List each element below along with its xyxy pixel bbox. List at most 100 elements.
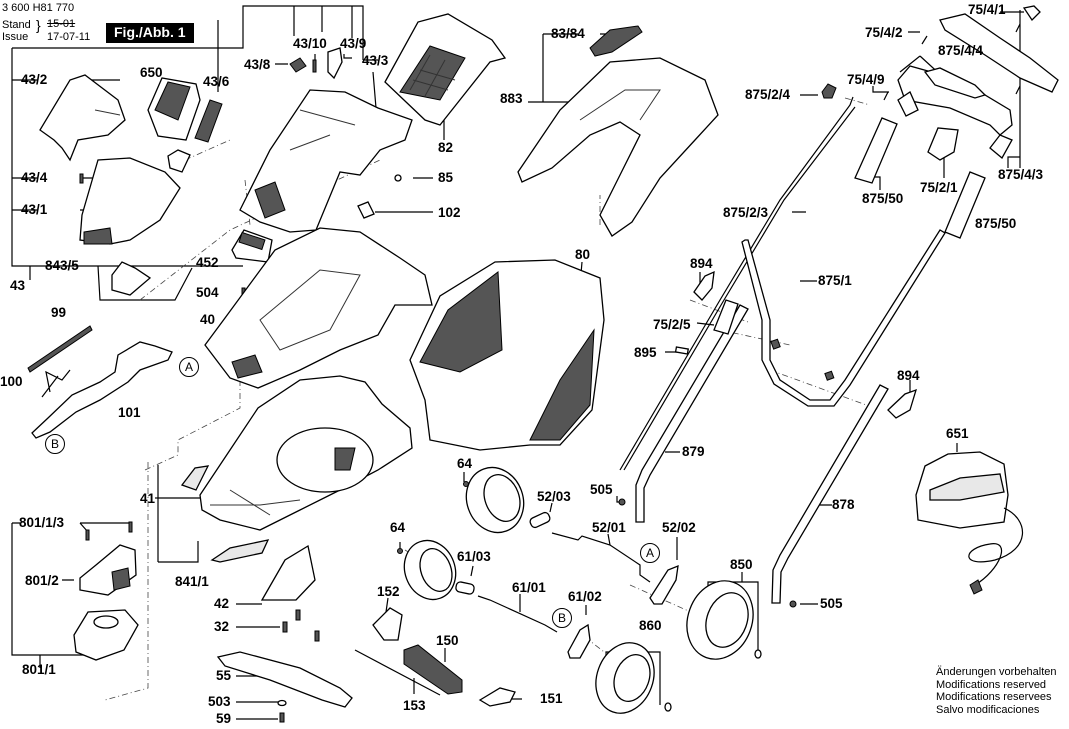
part-43-8-43-9-43-10-switches (289, 47, 343, 80)
label-879: 879 (682, 444, 705, 459)
label-503: 503 (208, 694, 231, 709)
label-40: 40 (200, 312, 216, 327)
callout-b-wheel: B (552, 608, 572, 628)
part-40-main-housing (204, 227, 433, 389)
label-860: 860 (639, 618, 662, 633)
issue-value: 17-07-11 (47, 31, 91, 43)
label-505-a: 505 (590, 482, 613, 497)
callout-b-lever: B (45, 434, 65, 454)
part-handle-caps (770, 338, 835, 381)
label-895: 895 (634, 345, 657, 360)
label-452: 452 (196, 255, 219, 270)
label-75-4-2: 75/4/2 (865, 25, 903, 40)
label-151: 151 (540, 691, 563, 706)
part-895-pin (674, 346, 690, 355)
label-153: 153 (403, 698, 426, 713)
label-875-50-a: 875/50 (862, 191, 904, 206)
part-883-handle-cover (517, 57, 719, 237)
part-43-3-upper-housing (239, 89, 413, 233)
part-43-4-screw (79, 173, 84, 184)
label-875-4-3: 875/4/3 (998, 167, 1044, 182)
label-43-9: 43/9 (340, 36, 367, 51)
part-651-charger (915, 451, 1023, 595)
part-61-01-front-axle (477, 595, 558, 633)
part-878-lower-handle-right (771, 384, 889, 604)
label-875-2-4: 875/2/4 (745, 87, 791, 102)
part-879-lower-handle-left (635, 304, 749, 523)
part-42-guard (260, 544, 316, 601)
label-875-50-b: 875/50 (975, 216, 1017, 231)
part-875-2-3-cable (619, 96, 856, 471)
label-152: 152 (377, 584, 400, 599)
label-650: 650 (140, 65, 163, 80)
label-43-10: 43/10 (293, 36, 327, 51)
part-505-screws (618, 498, 797, 608)
label-150: 150 (436, 633, 459, 648)
part-875-4-4-lever (923, 67, 987, 99)
note-es: Salvo modificaciones (936, 703, 1040, 716)
label-85: 85 (438, 170, 454, 185)
label-101: 101 (118, 405, 141, 420)
label-43: 43 (10, 278, 26, 293)
doc-number: 3 600 H81 770 (2, 2, 75, 14)
part-41-deck (199, 375, 413, 531)
part-43-1-battery-housing (79, 149, 191, 245)
label-80: 80 (575, 247, 591, 262)
label-82: 82 (438, 140, 454, 155)
label-850: 850 (730, 557, 753, 572)
part-bushings (455, 511, 551, 595)
label-75-4-1: 75/4/1 (968, 2, 1006, 17)
label-99: 99 (51, 305, 67, 320)
part-83-84-grip (589, 25, 643, 57)
part-75-2-1-cable-guide (927, 127, 959, 161)
callout-a-lever: A (179, 357, 199, 377)
modification-notes: Änderungen vorbehalten Modifications res… (936, 666, 1056, 716)
label-64-a: 64 (457, 456, 473, 471)
stand-label: Stand (2, 19, 31, 31)
brace-icon: } (36, 17, 41, 33)
label-102: 102 (438, 205, 461, 220)
label-55: 55 (216, 668, 232, 683)
part-43-6 (194, 99, 223, 143)
label-32: 32 (214, 619, 230, 634)
label-75-2-1: 75/2/1 (920, 180, 958, 195)
note-fr: Modifications reservees (936, 691, 1052, 703)
part-100-clip (41, 369, 71, 398)
label-59: 59 (216, 711, 232, 726)
label-52-01: 52/01 (592, 520, 626, 535)
label-43-8: 43/8 (244, 57, 271, 72)
label-52-03: 52/03 (537, 489, 571, 504)
label-61-02: 61/02 (568, 589, 602, 604)
label-52-02: 52/02 (662, 520, 696, 535)
label-878: 878 (832, 497, 855, 512)
part-82-lid (384, 13, 507, 126)
part-801-motor-assembly (73, 521, 139, 661)
part-101-height-lever (31, 341, 173, 439)
figure-label: Fig./Abb. 1 (106, 23, 194, 43)
label-61-01: 61/01 (512, 580, 546, 595)
label-43-2: 43/2 (21, 72, 48, 87)
part-front-wheels (403, 466, 525, 601)
part-841-1-comb (180, 465, 270, 563)
label-651: 651 (946, 426, 969, 441)
label-843-5: 843/5 (45, 258, 79, 273)
part-650-battery (147, 77, 201, 141)
label-41: 41 (140, 491, 156, 506)
label-43-3: 43/3 (362, 53, 389, 68)
part-roller-assembly (354, 607, 516, 707)
part-55-blade (216, 651, 353, 708)
label-504: 504 (196, 285, 219, 300)
label-43-6: 43/6 (203, 74, 230, 89)
part-875-1-upper-handle (741, 229, 946, 407)
part-43-2-battery-cover (39, 74, 126, 162)
label-64-b: 64 (390, 520, 406, 535)
part-32-screws (282, 609, 320, 642)
label-801-1-3: 801/1/3 (19, 515, 65, 530)
label-43-4: 43/4 (21, 170, 48, 185)
label-75-2-5: 75/2/5 (653, 317, 691, 332)
label-801-1: 801/1 (22, 662, 56, 677)
part-894-knobs (693, 270, 917, 419)
part-452-logo-plate (231, 229, 273, 263)
